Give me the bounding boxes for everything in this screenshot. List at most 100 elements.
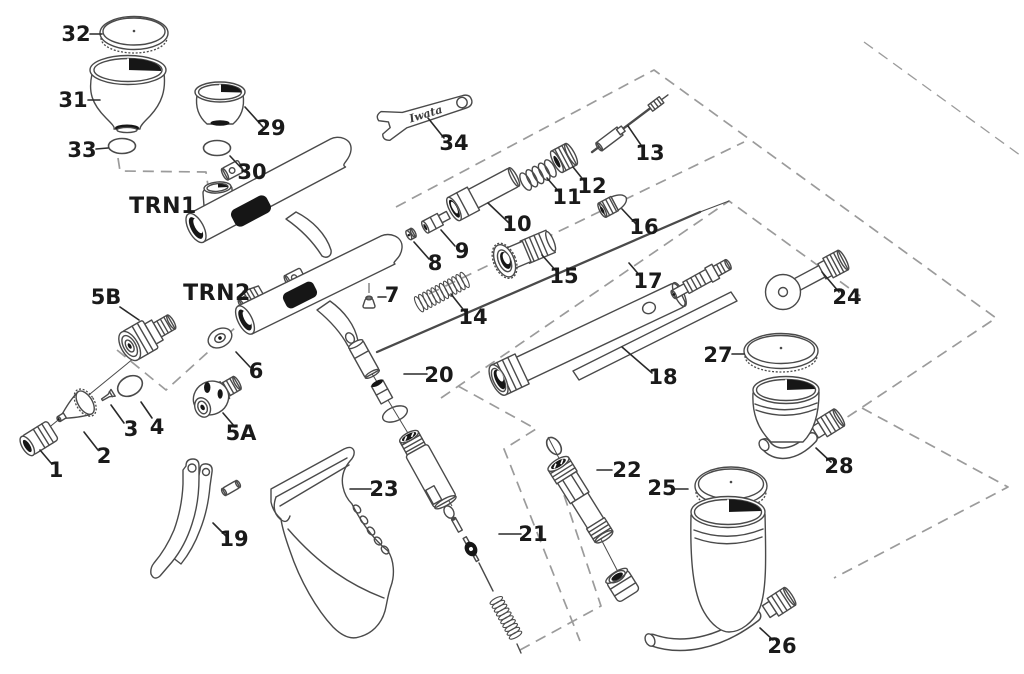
leader-line-34 bbox=[427, 117, 445, 139]
part-label-12: 12 bbox=[577, 174, 606, 198]
dash-line-valve-box-left bbox=[457, 385, 581, 642]
dash-line-cup-connector bbox=[117, 157, 209, 187]
leader-line-9 bbox=[440, 229, 456, 247]
leader-line-5B bbox=[119, 306, 140, 321]
leader-line-10 bbox=[487, 202, 510, 224]
part-label-28: 28 bbox=[824, 454, 853, 478]
part-label-TRN1: TRN1 bbox=[129, 194, 197, 219]
leader-line-3 bbox=[110, 404, 125, 424]
part-22-valve-set bbox=[545, 436, 640, 602]
part-15-spring-guide bbox=[491, 229, 557, 280]
part-label-26: 26 bbox=[767, 634, 796, 658]
part-label-17: 17 bbox=[633, 269, 662, 293]
leader-line-11 bbox=[546, 177, 561, 194]
part-14-needle-spring bbox=[413, 271, 470, 313]
part-7-screw bbox=[362, 283, 376, 309]
part-18-handle-tube bbox=[488, 281, 687, 396]
part-label-24: 24 bbox=[832, 285, 861, 309]
leader-line-13 bbox=[627, 125, 644, 149]
part-label-14: 14 bbox=[458, 305, 487, 329]
trn1-body bbox=[185, 136, 352, 258]
part-label-32: 32 bbox=[61, 22, 90, 46]
leader-line-19 bbox=[212, 522, 228, 538]
part-1-needle-cap bbox=[19, 421, 59, 457]
part-23-grip-shell bbox=[270, 446, 395, 639]
part-2-nozzle-cap bbox=[56, 388, 97, 423]
leader-line-15 bbox=[541, 254, 558, 273]
part-label-31: 31 bbox=[58, 88, 87, 112]
part-32-cup-lid bbox=[99, 15, 169, 54]
part-label-5A: 5A bbox=[226, 421, 258, 445]
part-label-19: 19 bbox=[219, 527, 248, 551]
part-label-2: 2 bbox=[97, 444, 112, 468]
part-label-23: 23 bbox=[369, 477, 398, 501]
leader-line-28 bbox=[815, 447, 832, 463]
dash-line-mid-group-boundary bbox=[428, 141, 745, 295]
dash-line-upper-group-boundary bbox=[395, 69, 997, 419]
leader-line-14 bbox=[450, 293, 467, 314]
part-label-13: 13 bbox=[635, 141, 664, 165]
part-label-25: 25 bbox=[647, 476, 676, 500]
part-4-gasket bbox=[116, 374, 144, 398]
part-label-22: 22 bbox=[612, 458, 641, 482]
part-label-20: 20 bbox=[424, 363, 453, 387]
part-26-side-cup-large bbox=[644, 495, 797, 652]
part-label-4: 4 bbox=[150, 415, 165, 439]
leader-line-1 bbox=[39, 449, 52, 464]
part-17-needle bbox=[375, 200, 730, 354]
leader-line-29 bbox=[244, 106, 264, 128]
part-16-needle-chucking-nut bbox=[597, 194, 628, 219]
leader-line-18 bbox=[621, 346, 653, 374]
part-20-air-valve-set bbox=[344, 332, 457, 510]
leader-line-4 bbox=[140, 401, 153, 419]
leader-line-30 bbox=[229, 155, 246, 173]
needle-packing-screw bbox=[670, 258, 732, 300]
part-label-10: 10 bbox=[502, 212, 531, 236]
trn2-body bbox=[234, 233, 403, 349]
part-label-30: 30 bbox=[237, 160, 266, 184]
part-label-6: 6 bbox=[249, 359, 264, 383]
leader-line-8 bbox=[413, 241, 430, 260]
part-label-5B: 5B bbox=[91, 285, 122, 309]
leader-line-17 bbox=[628, 262, 642, 278]
part-13-needle-chucking-guide bbox=[590, 94, 669, 154]
leader-line-26 bbox=[759, 627, 774, 641]
part-10-valve-body bbox=[445, 166, 521, 222]
part-label-21: 21 bbox=[518, 522, 547, 546]
part-5a-air-cap bbox=[192, 375, 242, 418]
leader-line-6 bbox=[235, 351, 251, 368]
needle-packing-oring bbox=[641, 301, 657, 315]
part-label-15: 15 bbox=[549, 264, 578, 288]
part-5b-air-cap bbox=[118, 314, 177, 362]
leader-line-33 bbox=[95, 147, 109, 150]
part-label-18: 18 bbox=[648, 365, 677, 389]
leader-line-5A bbox=[222, 412, 236, 428]
part-12-valve-nut bbox=[549, 142, 579, 174]
part-8-washer bbox=[405, 227, 417, 241]
part-31-gravity-cup bbox=[89, 54, 167, 134]
part-29-gravity-cup-small bbox=[194, 81, 246, 126]
part-9-valve-piston bbox=[420, 210, 451, 234]
leader-line-2 bbox=[83, 431, 99, 451]
part-label-9: 9 bbox=[455, 239, 470, 263]
part-label-1: 1 bbox=[49, 458, 64, 482]
part-label-27: 27 bbox=[703, 343, 732, 367]
part-label-29: 29 bbox=[256, 116, 285, 140]
dash-line-valve-box-right bbox=[519, 482, 602, 651]
part-label-7: 7 bbox=[385, 283, 400, 307]
leader-line-24 bbox=[821, 271, 840, 293]
leader-line-12 bbox=[572, 166, 586, 183]
leader-line-16 bbox=[621, 208, 638, 226]
part-label-34: 34 bbox=[439, 131, 468, 155]
part-33-cup-gasket bbox=[107, 137, 137, 155]
part-label-33: 33 bbox=[67, 138, 96, 162]
part-19-trigger bbox=[150, 458, 242, 579]
part-3-nozzle bbox=[100, 388, 116, 402]
part-24-preset-handle bbox=[764, 249, 850, 311]
part-21-packing-set bbox=[443, 505, 523, 654]
part-label-TRN2: TRN2 bbox=[183, 281, 251, 306]
part-label-16: 16 bbox=[629, 215, 658, 239]
dash-line-upper-right-faint bbox=[863, 41, 1024, 159]
